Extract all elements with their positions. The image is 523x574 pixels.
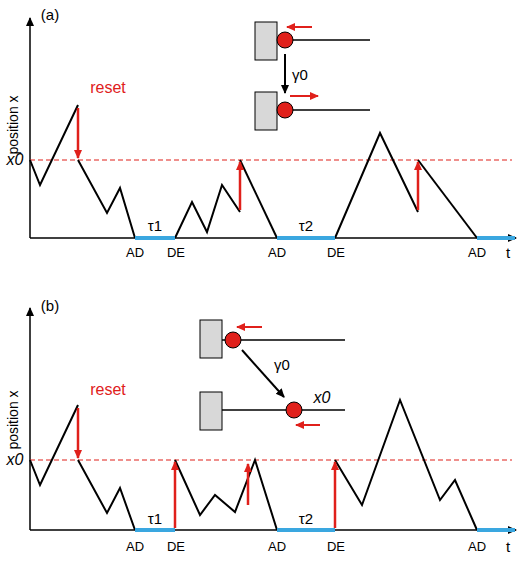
rate-label: γ0 <box>292 67 308 82</box>
event-label: AD <box>268 540 286 553</box>
position-label: x0 <box>314 390 331 406</box>
axis-title: position x <box>6 390 20 449</box>
event-label: DE <box>167 540 185 553</box>
event-label: DE <box>327 540 345 553</box>
time-label: τ2 <box>299 511 313 526</box>
axis-value: x0 <box>7 452 24 468</box>
axis-title: position x <box>6 95 20 154</box>
event-label: DE <box>327 246 345 259</box>
panel-label: (b) <box>41 298 59 313</box>
panel-b <box>30 308 516 530</box>
time-label: τ2 <box>299 218 313 233</box>
time-label: τ1 <box>148 218 162 233</box>
event-label: AD <box>268 246 286 259</box>
panel-a <box>30 18 516 238</box>
event-label: AD <box>468 540 486 553</box>
panel-label: (a) <box>41 7 59 22</box>
reset-label: reset <box>90 80 126 96</box>
reset-label: reset <box>90 382 126 398</box>
axis-title: t <box>506 245 510 260</box>
event-label: AD <box>126 540 144 553</box>
event-label: AD <box>126 246 144 259</box>
event-label: DE <box>167 246 185 259</box>
time-label: τ1 <box>148 511 162 526</box>
axis-title: t <box>506 539 510 554</box>
axis-value: x0 <box>7 152 24 168</box>
event-label: AD <box>468 246 486 259</box>
rate-label: γ0 <box>274 357 290 372</box>
